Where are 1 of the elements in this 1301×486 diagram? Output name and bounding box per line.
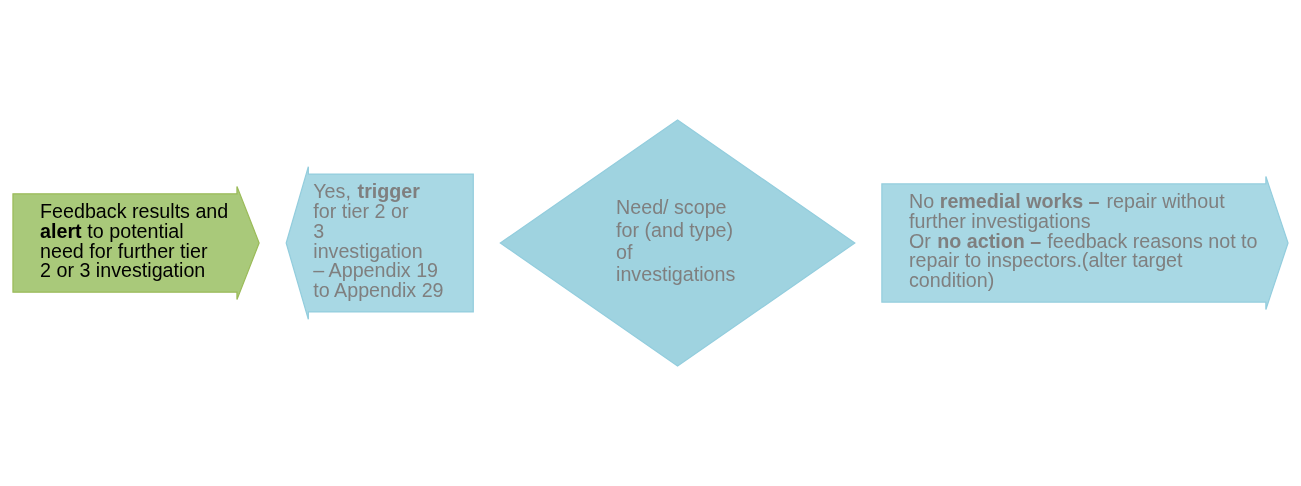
node-diamond: Need/ scope for (and type) of investigations — [499, 119, 856, 367]
